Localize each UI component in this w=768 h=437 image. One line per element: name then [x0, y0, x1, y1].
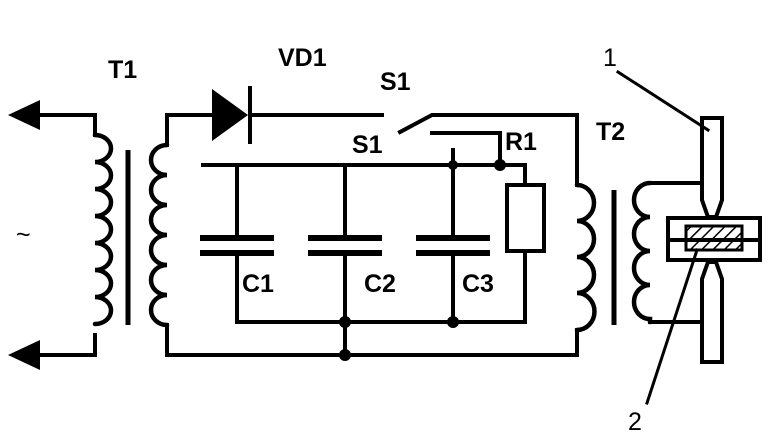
switch-s1	[397, 113, 579, 187]
leader-part-1	[615, 69, 711, 133]
node-ground	[339, 349, 351, 361]
input-terminal-bottom	[8, 333, 97, 370]
label-vd1: VD1	[278, 44, 327, 72]
label-c3: C3	[462, 270, 494, 298]
label-s1-top: S1	[380, 68, 411, 96]
node-c3-bottom	[447, 316, 459, 328]
transformer-t2	[574, 180, 653, 333]
node-c2-bottom	[339, 316, 351, 328]
input-terminal-top	[8, 100, 97, 137]
t1-secondary-coil	[148, 142, 170, 328]
ac-symbol: ~	[16, 221, 31, 249]
node-r1-top	[494, 159, 506, 171]
capacitor-c3	[416, 148, 490, 324]
diode-vd1	[212, 86, 384, 144]
electrode-upper	[700, 116, 724, 219]
electrode-lower	[700, 260, 724, 364]
transformer-t1	[92, 132, 170, 328]
label-r1: R1	[505, 128, 537, 156]
label-part-2: 2	[628, 408, 642, 436]
label-part-1: 1	[603, 44, 617, 72]
t1-primary-coil	[92, 132, 114, 327]
label-s1-contact: S1	[352, 131, 383, 159]
t2-secondary-coil	[631, 180, 653, 325]
label-c1: C1	[242, 270, 274, 298]
resistor-r1	[505, 163, 546, 253]
leader-part-2	[645, 248, 699, 405]
label-c2: C2	[364, 270, 396, 298]
workpiece	[666, 216, 762, 262]
label-t1: T1	[108, 56, 137, 84]
label-t2: T2	[596, 118, 625, 146]
capacitor-c2	[308, 163, 382, 357]
capacitor-c1	[200, 163, 274, 324]
t2-primary-coil	[574, 182, 597, 333]
